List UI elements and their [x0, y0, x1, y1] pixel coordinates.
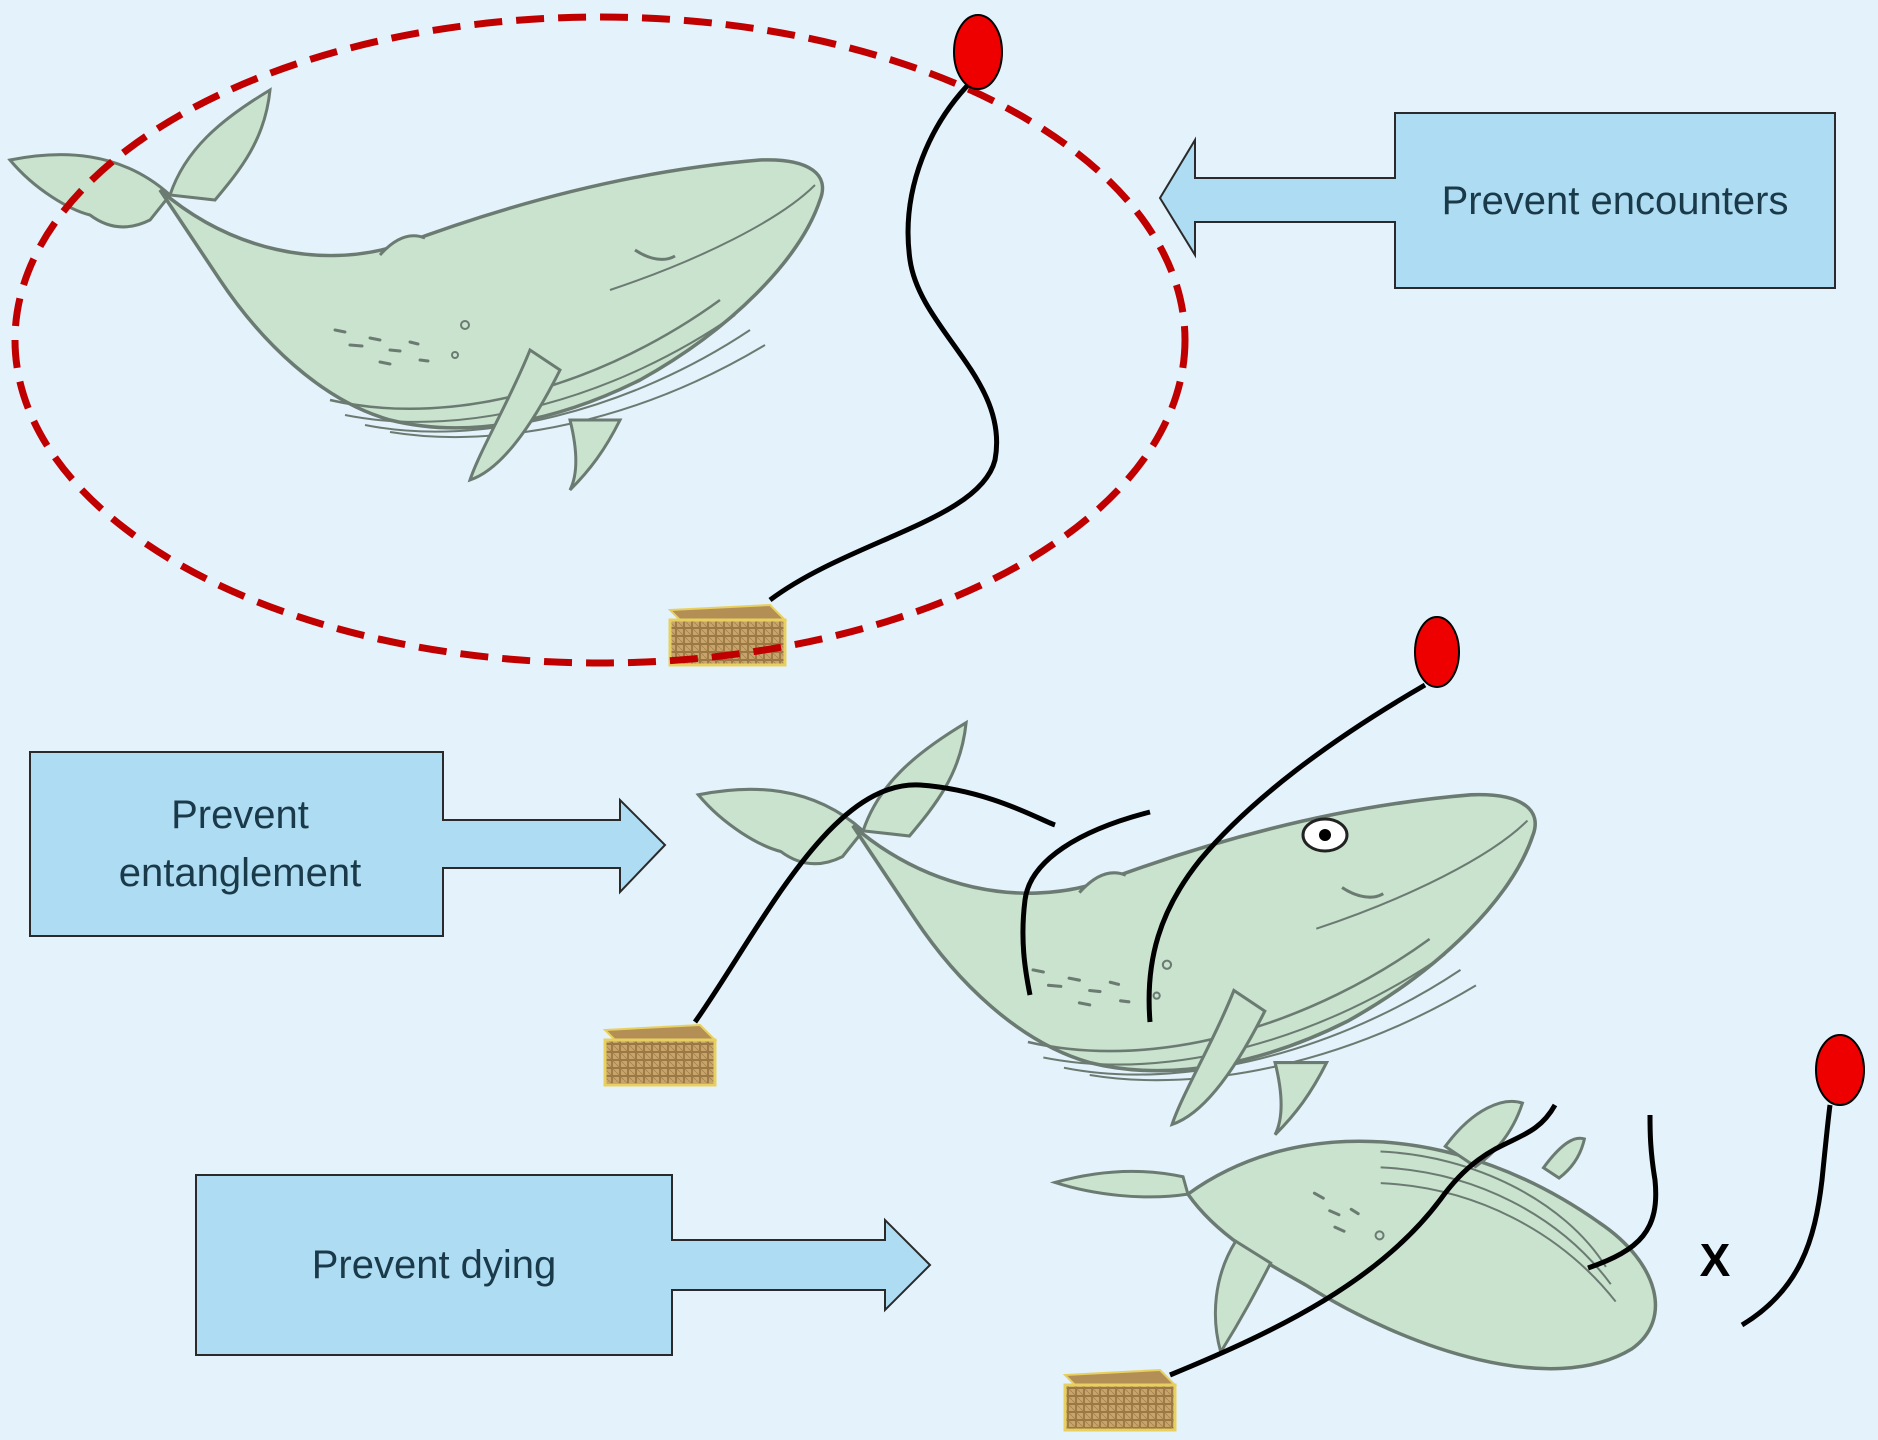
callout-encounters-label: Prevent encounters [1395, 113, 1835, 288]
eye-icon [1303, 819, 1347, 851]
whale-middle [698, 723, 1535, 1135]
buoy-top [954, 15, 1002, 89]
callout-dying-label: Prevent dying [196, 1175, 672, 1355]
buoy-bottom [1816, 1035, 1864, 1105]
callout-entanglement-label: Prevent entanglement [40, 752, 440, 936]
rope-top [770, 75, 997, 600]
rope-bottom-c [1742, 1105, 1830, 1325]
buoy-middle [1415, 617, 1459, 687]
trap-bottom [1065, 1370, 1175, 1430]
dead-marker: X [1685, 1235, 1745, 1285]
trap-middle [605, 1025, 715, 1085]
